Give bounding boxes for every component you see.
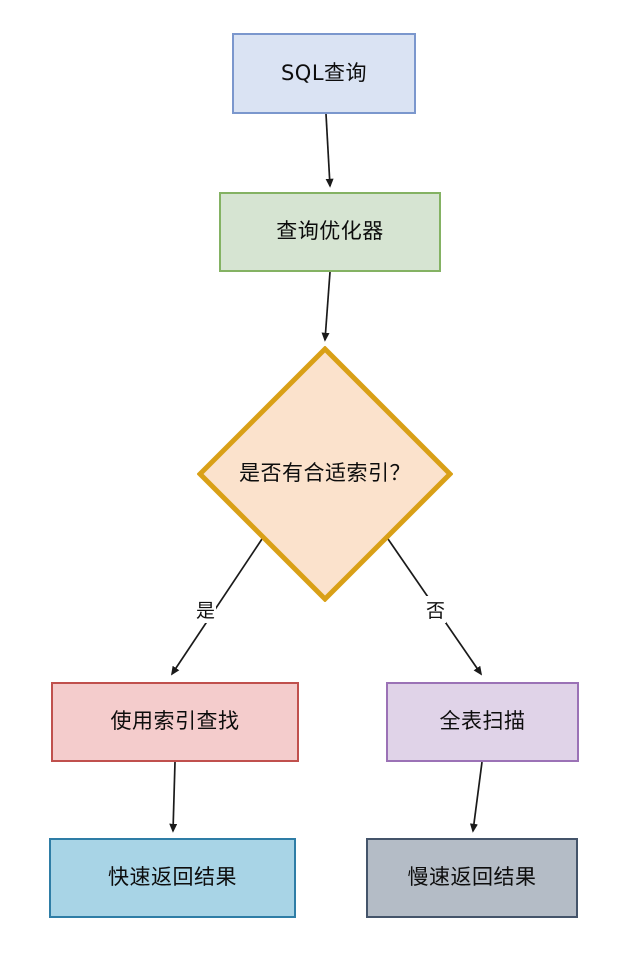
edge-label-no: 否 [425,596,447,623]
node-full-scan[interactable]: 全表扫描 [386,682,579,762]
edge-full-scan-to-slow-result [469,761,483,833]
node-decision-has-suitable-index[interactable]: 是否有合适索引？ [197,346,453,602]
node-index-seek[interactable]: 使用索引查找 [51,682,299,762]
node-index-seek-label: 使用索引查找 [110,709,240,734]
node-fast-result-label: 快速返回结果 [108,865,237,890]
node-slow-result[interactable]: 慢速返回结果 [366,838,578,918]
node-query-optimizer-label: 查询优化器 [276,219,384,244]
edge-sql-query-to-query-optimizer [325,113,334,188]
diamond-shape-icon [197,346,453,602]
node-full-scan-label: 全表扫描 [439,709,526,734]
edge-index-seek-to-fast-result [169,761,178,833]
node-query-optimizer[interactable]: 查询优化器 [219,192,441,272]
node-sql-query-label: SQL查询 [280,60,368,85]
edge-query-optimizer-to-decision [321,271,331,342]
edge-decision-to-index-seek [171,538,263,676]
node-slow-result-label: 慢速返回结果 [407,865,537,890]
node-sql-query[interactable]: SQL查询 [232,33,416,114]
node-decision-label: 是否有合适索引？ [239,461,411,486]
edge-label-yes: 是 [195,596,217,623]
node-fast-result[interactable]: 快速返回结果 [49,838,296,918]
